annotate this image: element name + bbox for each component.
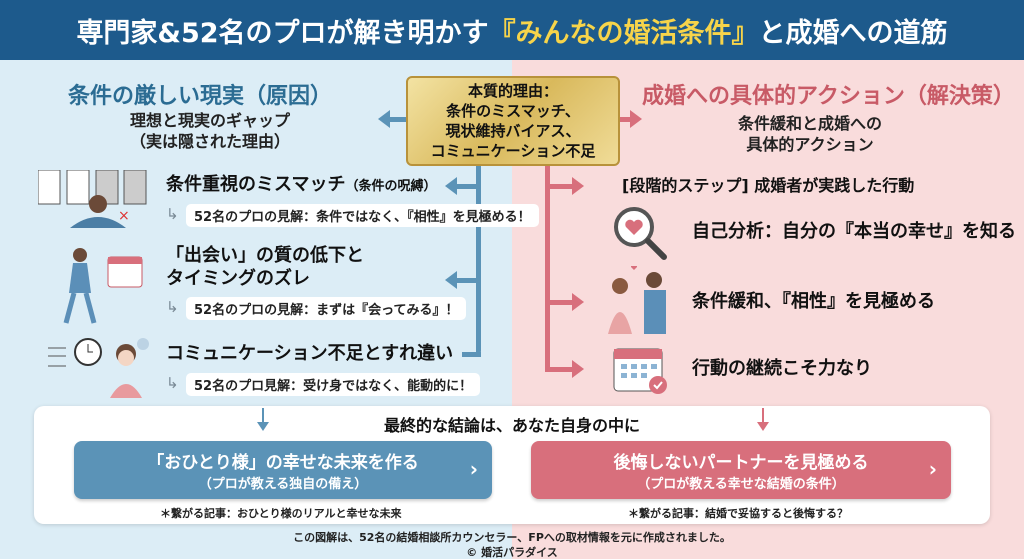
branch — [545, 300, 573, 305]
cause-item-3: コミュニケーション不足とすれ違い — [166, 343, 454, 364]
subtitle-line: 条件緩和と成婚への — [737, 114, 882, 133]
solution-item-2: 条件緩和、『相性』を見極める — [692, 291, 935, 312]
title-pre: 専門家&52名のプロが解き明かす — [76, 17, 489, 49]
arrow-down-icon — [257, 422, 269, 431]
core-line: 現状維持バイアス、 — [445, 122, 581, 140]
cause-heading: 条件の厳しい現実（原因） — [68, 84, 333, 109]
cause-item-2: 「出会い」の質の低下とタイミングのズレ — [166, 244, 364, 290]
arrow-right-icon — [572, 177, 584, 195]
subtitle-line: 具体的アクション — [746, 135, 874, 154]
cause-subtitle: 理想と現実のギャップ （実は隠された理由） — [100, 110, 320, 152]
core-line: 本質的理由： — [467, 82, 558, 100]
chevron-right-icon: › — [928, 457, 937, 481]
connector-right — [620, 117, 632, 122]
solution-heading: 成婚への具体的アクション（解決策） — [642, 84, 1015, 109]
chevron-right-icon: › — [469, 457, 478, 481]
arrow-left-icon — [445, 271, 457, 289]
solution-trunk-line — [545, 166, 550, 371]
hook-arrow-icon: ↳ — [166, 205, 179, 223]
core-line: コミュニケーション不足 — [430, 142, 596, 160]
related-article-link[interactable]: ＊繋がる記事：おひとり様のリアルと幸せな未来 — [160, 507, 402, 520]
arrow-right-icon — [572, 360, 584, 378]
connector-left — [388, 117, 406, 122]
walking-man-calendar-icon — [60, 245, 150, 325]
cause-item-1: 条件重視のミスマッチ（条件の呪縛） — [166, 173, 436, 198]
title-highlight: 『みんなの婚活条件』 — [488, 17, 759, 49]
branch — [462, 352, 481, 357]
footer-note: この図解は、52名の結婚相談所カウンセラー、FPへの取材情報を元に作成されました… — [293, 531, 731, 544]
arrow-right-icon — [572, 293, 584, 311]
cta-subtitle: （プロが教える幸せな結婚の条件） — [637, 477, 845, 492]
steps-label: [段階的ステップ] 成婚者が実践した行動 — [622, 176, 915, 195]
solution-item-3: 行動の継続こそ力なり — [692, 358, 872, 379]
expert-note: 52名のプロの見解：条件ではなく、『相性』を見極める！ — [186, 204, 539, 227]
branch — [455, 184, 479, 189]
partner-cta-button[interactable]: 後悔しないパートナーを見極める （プロが教える幸せな結婚の条件） › — [531, 441, 951, 499]
related-article-link[interactable]: ＊繋がる記事：結婚で妥協すると後悔する？ — [628, 507, 848, 520]
item-title: 条件重視のミスマッチ — [166, 174, 346, 195]
couple-icon — [600, 264, 680, 334]
subtitle-line: （実は隠された理由） — [129, 132, 290, 151]
branch — [545, 184, 573, 189]
cta-subtitle: （プロが教える独自の備え） — [198, 477, 368, 492]
cause-trunk-line — [476, 166, 481, 356]
single-future-cta-button[interactable]: 「おひとり様」の幸せな未来を作る （プロが教える独自の備え） › — [74, 441, 492, 499]
expert-note: 52名のプロ見解：受け身ではなく、能動的に！ — [186, 373, 481, 396]
cta-title: 「おひとり様」の幸せな未来を作る — [147, 453, 419, 473]
item-suffix: （条件の呪縛） — [345, 179, 437, 194]
calendar-check-icon — [612, 345, 670, 395]
solution-item-1: 自己分析：自分の『本当の幸せ』を知る — [692, 221, 1016, 242]
branch — [455, 278, 479, 283]
solution-subtitle: 条件緩和と成婚への 具体的アクション — [700, 113, 920, 155]
magnifier-heart-icon — [612, 205, 670, 260]
copyright: © 婚活パラダイス — [466, 546, 558, 559]
item-title: 「出会い」の質の低下と — [166, 245, 364, 266]
expert-note: 52名のプロの見解：まずは『会ってみる』！ — [186, 297, 467, 320]
cta-title: 後悔しないパートナーを見極める — [613, 453, 869, 473]
profile-cards-icon: × — [37, 169, 150, 228]
core-line: 条件のミスマッチ、 — [446, 102, 580, 120]
arrow-left-icon — [445, 177, 457, 195]
conclusion-heading: 最終的な結論は、あなた自身の中に — [383, 416, 640, 435]
branch — [545, 367, 573, 372]
title-post: と成婚への道筋 — [758, 17, 948, 49]
hook-arrow-icon: ↳ — [166, 374, 179, 392]
arrow-right-icon — [630, 110, 642, 128]
hook-arrow-icon: ↳ — [166, 298, 179, 316]
svg-text:×: × — [118, 208, 130, 224]
arrow-left-icon — [378, 110, 390, 128]
woman-clock-icon — [48, 336, 153, 398]
arrow-down-icon — [757, 422, 769, 431]
page-title: 専門家&52名のプロが解き明かす『みんなの婚活条件』と成婚への道筋 — [0, 0, 1024, 60]
subtitle-line: 理想と現実のギャップ — [129, 111, 290, 130]
item-title: タイミングのズレ — [166, 268, 310, 289]
down-connector — [762, 408, 764, 424]
core-reason-box: 本質的理由： 条件のミスマッチ、 現状維持バイアス、 コミュニケーション不足 — [406, 76, 620, 166]
down-connector — [262, 408, 264, 424]
